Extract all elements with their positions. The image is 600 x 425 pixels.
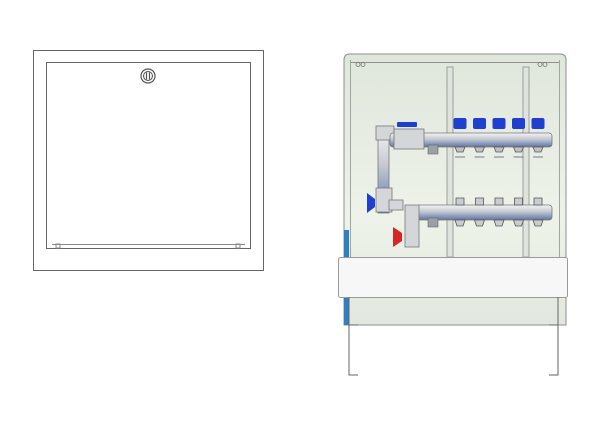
top-outlet-connector <box>454 146 466 158</box>
lower-valve-body <box>388 199 404 211</box>
door-front-view <box>33 50 264 271</box>
side-strip-lower <box>344 297 349 325</box>
cabinet-base-frame <box>348 297 559 376</box>
top-ball-valve <box>393 128 425 150</box>
door-hinge-right <box>235 243 241 249</box>
bottom-outlet-connector <box>493 197 505 227</box>
bottom-outlet-connector <box>473 197 486 227</box>
bottom-outlet-connector <box>532 197 544 227</box>
mount-hole-right <box>537 62 548 67</box>
lock-icon[interactable] <box>140 68 156 84</box>
cabinet-cover-band <box>338 257 568 298</box>
top-outlet-connector <box>512 146 525 158</box>
mounting-rail-right <box>522 66 530 258</box>
blue-valve-cap[interactable] <box>453 118 467 129</box>
door-panel <box>46 62 251 249</box>
top-outlet-connector <box>473 146 486 158</box>
bottom-outlet-connector <box>454 197 466 227</box>
mounting-rail-left <box>446 66 454 258</box>
bottom-air-vent <box>427 217 439 228</box>
cabinet-open-view <box>338 53 568 376</box>
blue-valve-cap[interactable] <box>531 118 545 129</box>
top-air-vent <box>427 144 439 155</box>
door-hinge-left <box>55 243 61 249</box>
top-outlet-connector <box>532 146 544 158</box>
side-strip-upper <box>344 230 349 257</box>
top-manifold-pipe <box>389 132 553 148</box>
bottom-outlet-connector <box>512 197 525 227</box>
red-butterfly-handle[interactable] <box>393 227 402 247</box>
bottom-valve-tee <box>404 204 420 248</box>
top-outlet-connector <box>493 146 505 158</box>
top-ball-valve-handle[interactable] <box>397 122 417 127</box>
mount-hole-left <box>355 62 366 67</box>
bottom-manifold-outlets <box>454 197 544 227</box>
blue-valve-cap[interactable] <box>473 118 486 129</box>
blue-butterfly-handle[interactable] <box>367 193 375 213</box>
blue-valve-cap[interactable] <box>512 118 525 129</box>
blue-valve-cap[interactable] <box>492 118 506 129</box>
top-manifold-caps <box>453 118 545 158</box>
